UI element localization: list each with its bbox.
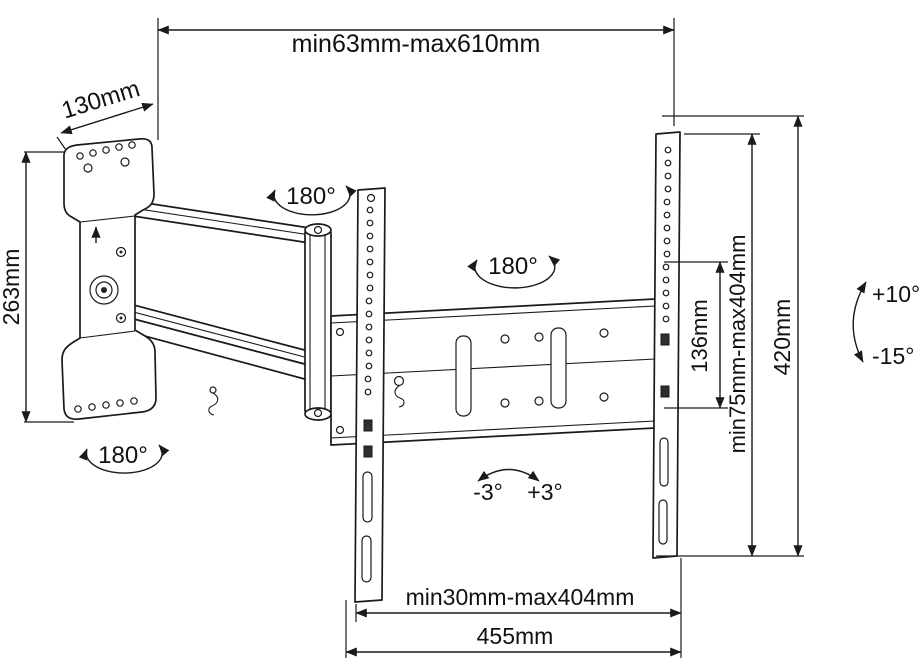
rail-hook-slot	[363, 419, 373, 432]
label-plate-width: 130mm	[59, 75, 143, 124]
label-rail-width-range: min30mm-max404mm	[406, 584, 635, 610]
level-arc	[477, 468, 540, 482]
label-tilt-down: -15°	[872, 343, 914, 369]
cable-hook	[393, 375, 405, 408]
plate-screw-dot	[119, 250, 123, 254]
swivel-arc-top	[266, 185, 357, 216]
label-vesa-vertical: 136mm	[687, 299, 712, 372]
label-swivel-top: 180°	[286, 183, 336, 210]
label-rail-height: 420mm	[769, 299, 795, 376]
label-bracket-width: 455mm	[477, 623, 554, 649]
swivel-arc-mid	[467, 255, 561, 289]
left-rail-holes	[364, 206, 374, 396]
label-swivel-bottom: 180°	[98, 442, 148, 469]
label-plate-height: 263mm	[0, 249, 24, 326]
pivot-column	[304, 223, 332, 421]
label-mount-height-range: min75mm-max404mm	[725, 235, 750, 454]
rail-hook-slot	[363, 445, 373, 458]
right-rail	[652, 131, 681, 559]
rail-hook-slot	[660, 385, 670, 398]
vesa-holes	[500, 328, 609, 408]
rail-slot	[362, 471, 373, 523]
swivel-arc-bottom	[78, 444, 170, 474]
locking-knob	[89, 275, 119, 305]
wire-hook	[208, 386, 219, 416]
rail-slot	[659, 437, 669, 487]
label-level-plus: +3°	[527, 479, 562, 505]
label-tilt-up: +10°	[872, 281, 920, 307]
rail-hook-slot	[660, 333, 670, 346]
label-extension-range: min63mm-max610mm	[292, 30, 541, 58]
bracket-slot	[550, 327, 567, 409]
label-level-minus: -3°	[473, 479, 503, 505]
dimension-labels: min63mm-max610mm 130mm 263mm 180° 180° 1…	[0, 30, 920, 649]
rail-slot	[361, 535, 372, 583]
rail-slot	[658, 499, 668, 545]
left-rail	[354, 187, 386, 603]
wall-plate-top-holes	[76, 141, 136, 173]
dimension-lines	[21, 18, 867, 658]
dim-line-plate-width	[60, 102, 154, 135]
label-swivel-mid: 180°	[488, 253, 538, 280]
plate-screw-dot	[119, 316, 123, 320]
tilt-arc	[852, 281, 867, 363]
bracket-slot	[455, 335, 472, 417]
right-rail-holes	[662, 146, 672, 323]
wall-plate-bottom-holes	[74, 397, 138, 413]
wall-plate	[61, 137, 157, 421]
